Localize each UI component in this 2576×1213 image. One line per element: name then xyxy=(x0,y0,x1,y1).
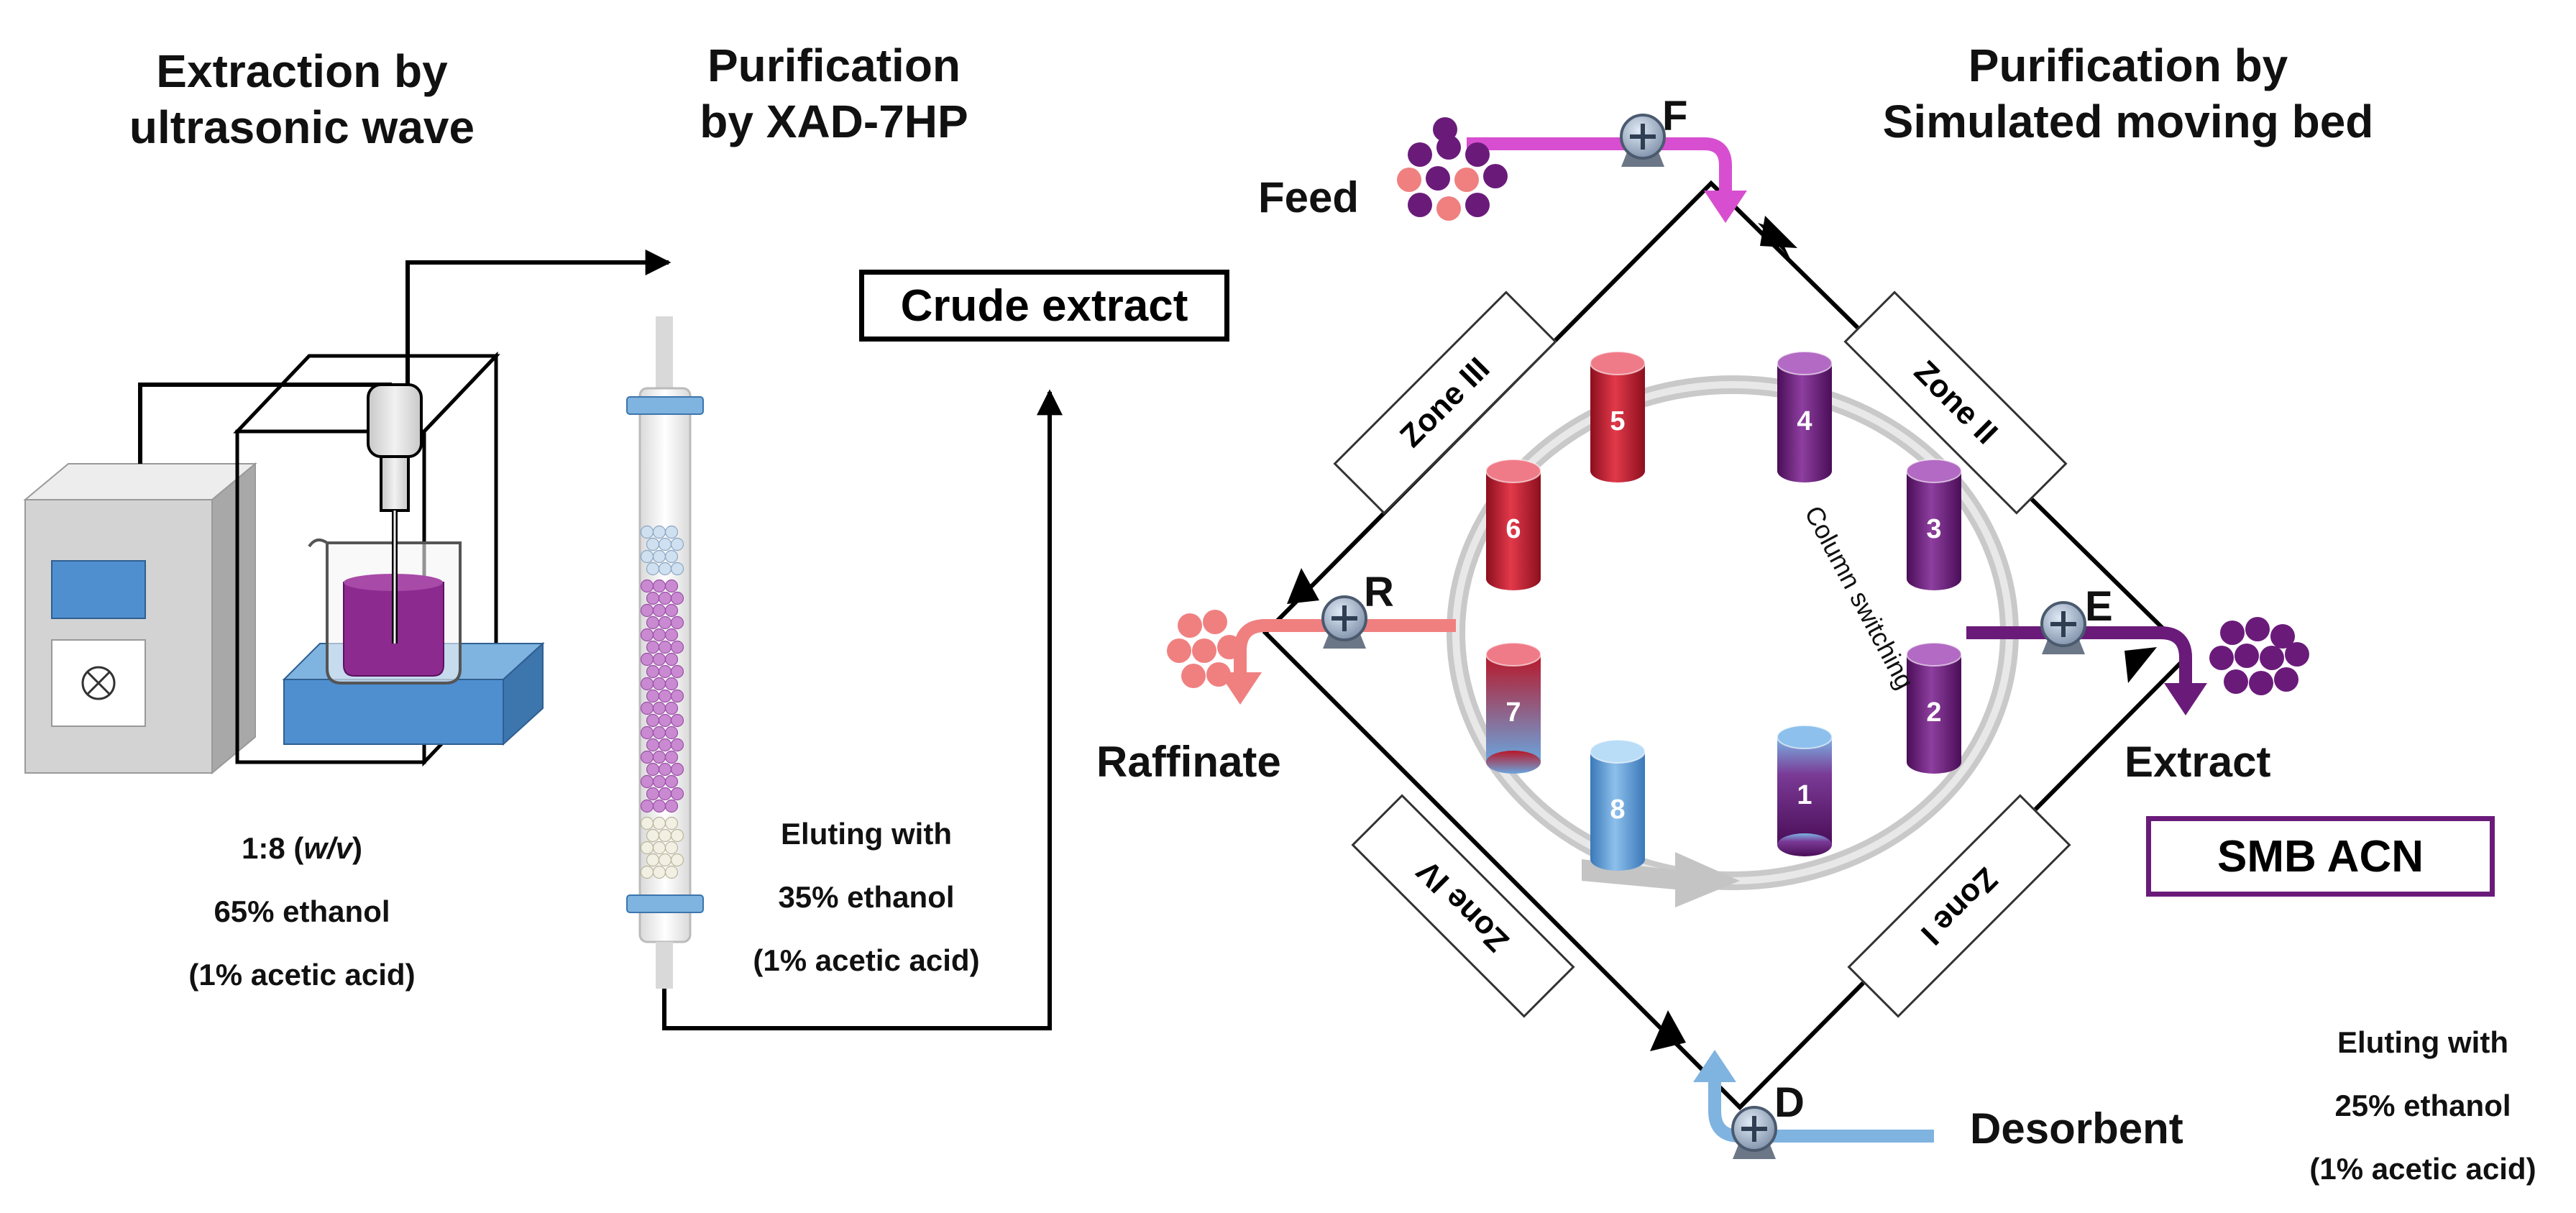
pump-e-icon xyxy=(2040,601,2086,654)
smb-column-4: 4 xyxy=(1777,351,1833,482)
raffinate-label: Raffinate xyxy=(1096,738,1281,786)
extract-stream xyxy=(1966,626,2207,715)
desorbent-label: Desorbent xyxy=(1970,1104,2183,1153)
smb-column-2: 2 xyxy=(1906,642,1962,774)
extraction-ratio: 1:8 (w/v) xyxy=(144,823,460,874)
pump-f-icon xyxy=(1620,114,1666,167)
smb-column-number: 4 xyxy=(1797,406,1812,436)
smb-eluting: Eluting with xyxy=(2337,1025,2508,1059)
heading-extraction: Extraction by ultrasonic wave xyxy=(79,43,525,155)
extract-molecules-icon xyxy=(2209,617,2309,695)
xad-additive: (1% acetic acid) xyxy=(753,943,980,977)
smb-column-number: 3 xyxy=(1926,514,1941,544)
extraction-ratio-prefix: 1:8 ( xyxy=(241,831,304,865)
heading-purification-xad-line2: by XAD-7HP xyxy=(700,96,968,147)
desorbent-stream xyxy=(1693,1050,1934,1143)
extract-label: Extract xyxy=(2124,738,2271,786)
feed-molecules-icon xyxy=(1397,117,1508,221)
smb-acn-box: SMB ACN xyxy=(2146,816,2495,897)
heading-extraction-line1: Extraction by xyxy=(156,45,448,97)
smb-column-number: 5 xyxy=(1610,406,1625,436)
heading-purification-smb-line2: Simulated moving bed xyxy=(1882,96,2374,147)
heading-purification-xad: Purification by XAD-7HP xyxy=(633,37,1035,150)
extraction-ratio-suffix: ) xyxy=(352,831,363,865)
extraction-additive: (1% acetic acid) xyxy=(188,958,416,992)
pump-d-label: D xyxy=(1774,1079,1805,1126)
smb-column-5: 5 xyxy=(1590,351,1646,482)
pump-r-label: R xyxy=(1364,569,1394,615)
smb-solvent: 25% ethanol xyxy=(2334,1089,2511,1122)
pump-f-label: F xyxy=(1662,93,1688,139)
smb-column-8: 8 xyxy=(1590,739,1646,871)
smb-column-number: 6 xyxy=(1505,514,1521,544)
heading-extraction-line2: ultrasonic wave xyxy=(129,101,475,153)
pump-r-icon xyxy=(1321,595,1367,649)
pump-d-icon xyxy=(1731,1106,1777,1159)
pump-e-label: E xyxy=(2085,583,2113,630)
smb-column-7: 7 xyxy=(1485,642,1541,774)
ultrasonic-device-icon xyxy=(23,250,671,775)
extraction-ratio-unit: w/v xyxy=(303,831,353,865)
xad-conditions: Eluting with 35% ethanol (1% acetic acid… xyxy=(715,809,1017,986)
feed-stream xyxy=(1467,137,1747,223)
smb-column-number: 8 xyxy=(1610,795,1625,825)
extraction-conditions: 1:8 (w/v) 65% ethanol (1% acetic acid) xyxy=(144,823,460,1000)
smb-column-number: 7 xyxy=(1505,697,1521,728)
smb-column-number: 2 xyxy=(1926,697,1941,728)
smb-conditions: Eluting with 25% ethanol (1% acetic acid… xyxy=(2279,1017,2567,1194)
smb-column-number: 1 xyxy=(1797,780,1812,810)
extraction-solvent: 65% ethanol xyxy=(214,894,390,928)
smb-column-6: 6 xyxy=(1485,459,1541,590)
smb-additive: (1% acetic acid) xyxy=(2309,1152,2536,1186)
raffinate-molecules-icon xyxy=(1167,610,1242,688)
heading-purification-smb: Purification by Simulated moving bed xyxy=(1812,37,2444,150)
xad-eluting: Eluting with xyxy=(781,817,952,851)
xad-column-icon xyxy=(626,316,1063,1030)
smb-column-3: 3 xyxy=(1906,459,1962,590)
heading-purification-smb-line1: Purification by xyxy=(1968,40,2288,91)
xad-solvent: 35% ethanol xyxy=(778,880,955,914)
smb-column-1: 1 xyxy=(1777,725,1833,856)
crude-extract-box: Crude extract xyxy=(859,270,1229,342)
heading-purification-xad-line1: Purification xyxy=(707,40,961,91)
feed-label: Feed xyxy=(1258,173,1360,221)
